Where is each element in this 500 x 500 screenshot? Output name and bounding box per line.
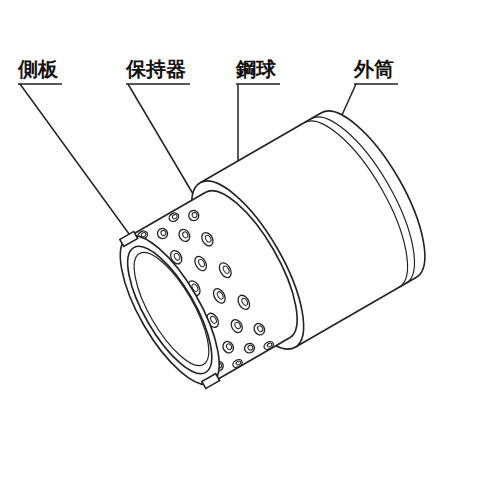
- steel-ball: [173, 252, 181, 261]
- steel-ball: [234, 321, 242, 329]
- steel-ball: [216, 291, 224, 300]
- steel-ball: [225, 343, 232, 351]
- ball-hole: [236, 293, 252, 311]
- sleeve-groove: [304, 106, 428, 288]
- side-plate-notch: [202, 374, 220, 389]
- retainer-edge: [206, 177, 316, 337]
- steel-ball: [222, 265, 230, 274]
- steel-ball: [210, 315, 218, 324]
- ball-hole: [252, 322, 267, 337]
- part-label: 鋼球: [236, 58, 276, 80]
- steel-ball: [191, 212, 198, 219]
- label-underline: [18, 83, 62, 85]
- ball-hole: [243, 342, 256, 355]
- part-label: 保持器: [126, 58, 186, 80]
- side-plate-inner: [112, 235, 227, 385]
- part-label: 側板: [18, 58, 58, 80]
- ball-hole: [192, 254, 208, 272]
- ball-hole: [187, 209, 201, 223]
- steel-ball: [172, 214, 178, 220]
- ball-hole: [217, 261, 234, 280]
- leader-line: [20, 84, 132, 238]
- ball-hole: [156, 227, 170, 241]
- steel-ball: [204, 234, 212, 243]
- ball-hole: [199, 231, 215, 248]
- bore: [120, 243, 222, 376]
- ball-hole: [229, 318, 245, 335]
- ball-hole: [263, 340, 275, 351]
- ball-hole: [177, 227, 192, 243]
- ball-hole: [232, 358, 244, 369]
- ball-hole: [211, 287, 228, 306]
- steel-ball: [257, 325, 264, 333]
- ball-hole: [168, 211, 181, 223]
- part-label: 外筒: [354, 58, 394, 80]
- label-underline: [354, 83, 398, 85]
- steel-ball: [267, 342, 273, 347]
- side-plate: [102, 222, 238, 397]
- steel-ball: [247, 344, 254, 351]
- side-plate-notch: [120, 232, 138, 247]
- label-underline: [236, 83, 280, 85]
- steel-ball: [160, 230, 167, 237]
- steel-ball: [241, 297, 249, 306]
- ball-hole: [221, 340, 236, 355]
- steel-ball: [197, 258, 205, 267]
- steel-ball: [182, 231, 189, 239]
- retainer-edge: [212, 338, 290, 383]
- steel-ball: [235, 360, 241, 365]
- bushing: [96, 96, 446, 408]
- label-underline: [126, 83, 190, 85]
- sleeve-groove: [311, 102, 435, 284]
